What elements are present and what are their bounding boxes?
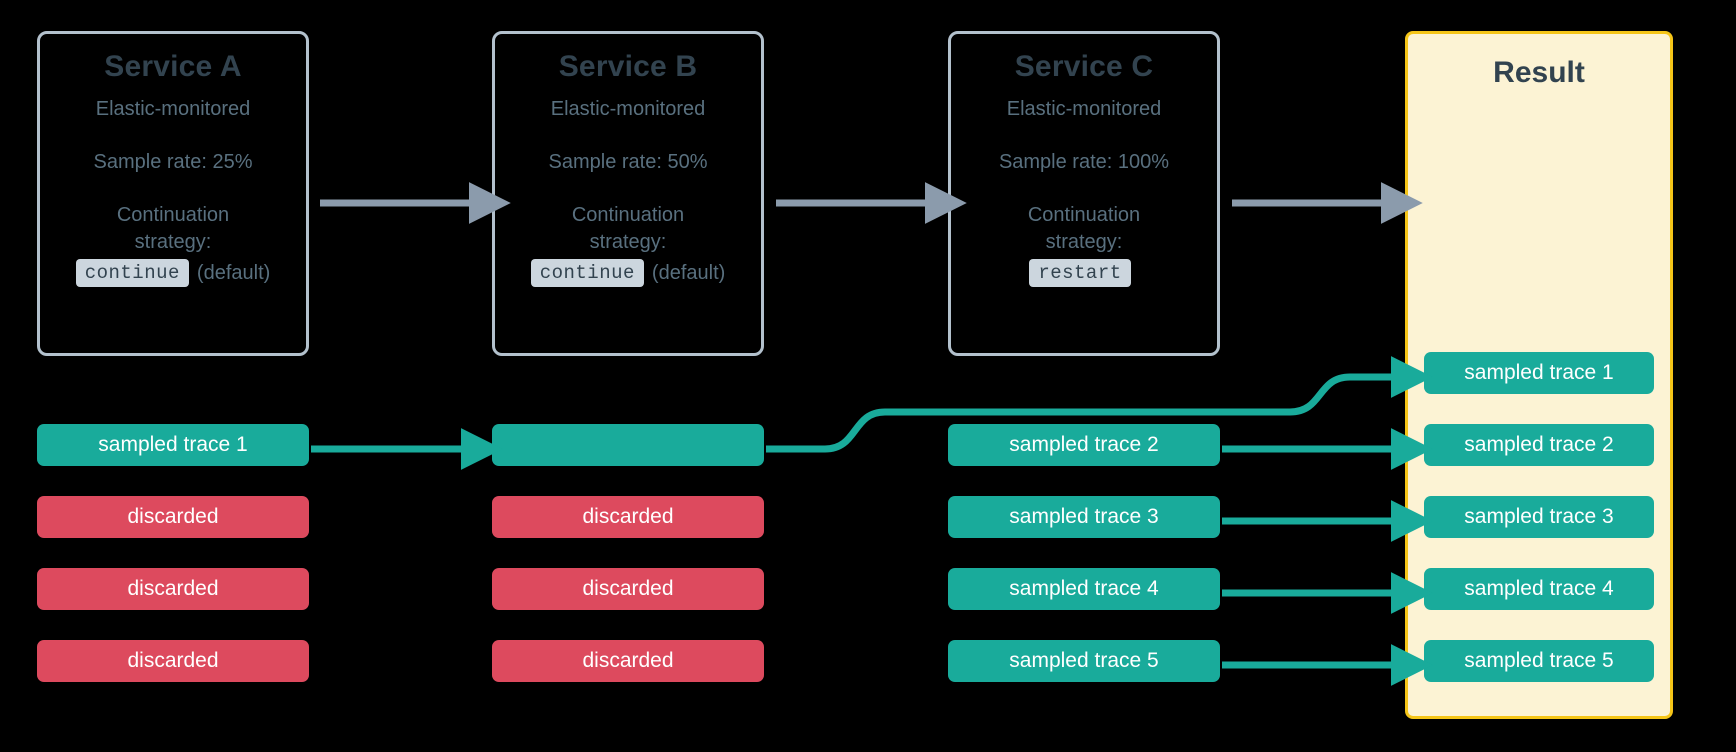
trace-bar-a-1: sampled trace 1 bbox=[37, 424, 309, 466]
service-card-c: Service C Elastic-monitored Sample rate:… bbox=[948, 31, 1220, 356]
trace-bar-c-1: sampled trace 2 bbox=[948, 424, 1220, 466]
trace-bar-a-4: discarded bbox=[37, 640, 309, 682]
service-a-continuation-note: (default) bbox=[196, 261, 271, 284]
service-a-continuation-row: continue (default) bbox=[75, 259, 271, 287]
trace-bar-a-3: discarded bbox=[37, 568, 309, 610]
service-c-sample-rate: Sample rate: 100% bbox=[998, 151, 1170, 173]
trace-bar-c-4: sampled trace 5 bbox=[948, 640, 1220, 682]
trace-bar-b-2: discarded bbox=[492, 496, 764, 538]
service-b-title: Service B bbox=[558, 50, 698, 83]
service-card-b: Service B Elastic-monitored Sample rate:… bbox=[492, 31, 764, 356]
service-a-subtitle: Elastic-monitored bbox=[95, 98, 251, 120]
trace-bar-c-3: sampled trace 4 bbox=[948, 568, 1220, 610]
service-a-sample-rate: Sample rate: 25% bbox=[93, 151, 253, 173]
service-c-continuation-value: restart bbox=[1029, 259, 1131, 287]
trace-bar-a-2: discarded bbox=[37, 496, 309, 538]
service-a-continuation-value: continue bbox=[75, 259, 189, 287]
service-a-title: Service A bbox=[104, 50, 242, 83]
result-trace-3: sampled trace 3 bbox=[1424, 496, 1654, 538]
service-b-continuation-value: continue bbox=[530, 259, 644, 287]
service-b-continuation-row: continue (default) bbox=[530, 259, 726, 287]
trace-bar-b-1 bbox=[492, 424, 764, 466]
trace-bar-b-3: discarded bbox=[492, 568, 764, 610]
service-b-sample-rate: Sample rate: 50% bbox=[548, 151, 708, 173]
trace-bar-b-4: discarded bbox=[492, 640, 764, 682]
service-c-title: Service C bbox=[1014, 50, 1154, 83]
service-c-continuation-row: restart bbox=[1029, 259, 1138, 287]
result-trace-5: sampled trace 5 bbox=[1424, 640, 1654, 682]
result-title: Result bbox=[1493, 56, 1585, 89]
service-c-subtitle: Elastic-monitored bbox=[1006, 98, 1162, 120]
service-b-continuation-note: (default) bbox=[651, 261, 726, 284]
service-b-subtitle: Elastic-monitored bbox=[550, 98, 706, 120]
result-trace-1: sampled trace 1 bbox=[1424, 352, 1654, 394]
service-card-a: Service A Elastic-monitored Sample rate:… bbox=[37, 31, 309, 356]
result-trace-2: sampled trace 2 bbox=[1424, 424, 1654, 466]
trace-bar-c-2: sampled trace 3 bbox=[948, 496, 1220, 538]
result-trace-4: sampled trace 4 bbox=[1424, 568, 1654, 610]
diagram-canvas: Service A Elastic-monitored Sample rate:… bbox=[14, 10, 1720, 740]
